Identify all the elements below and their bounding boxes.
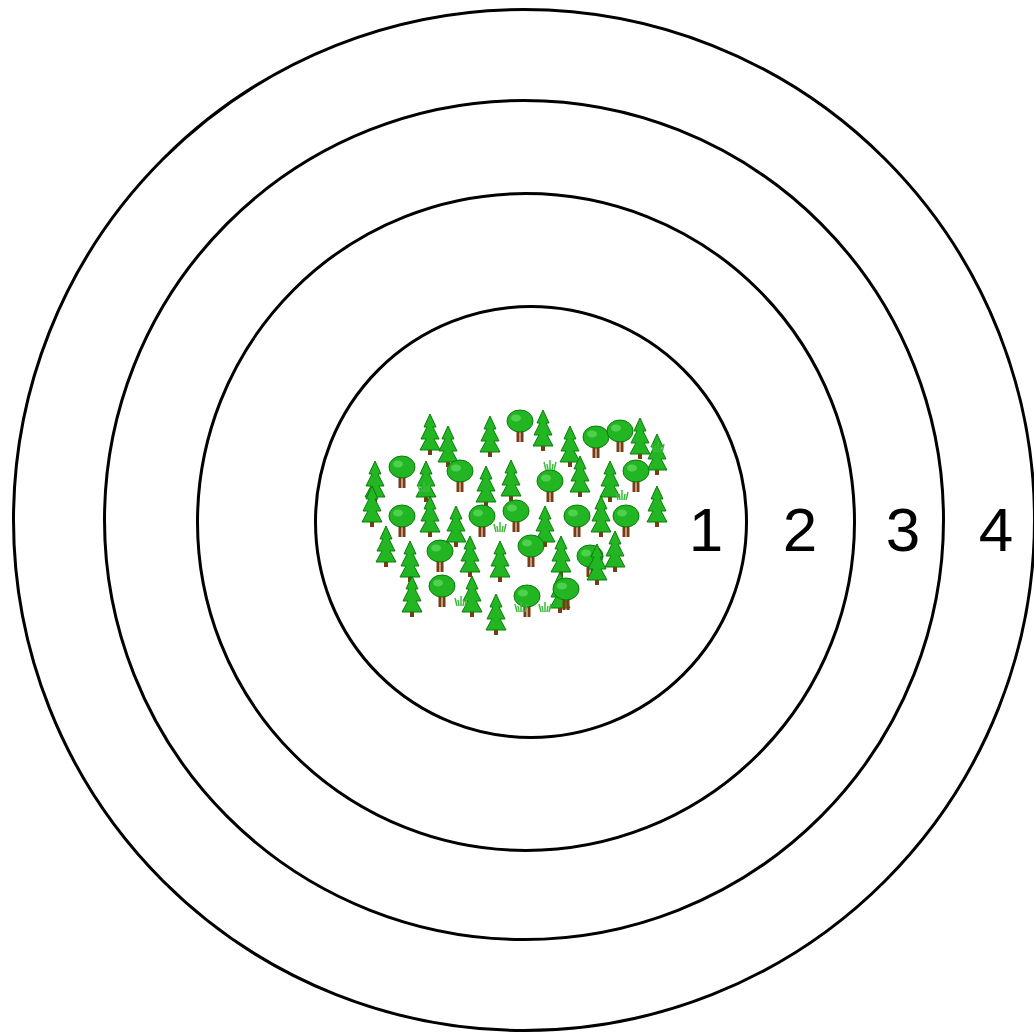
ring-circle bbox=[316, 307, 747, 738]
ring-number: 1 bbox=[689, 499, 723, 561]
ring-outline bbox=[196, 192, 856, 852]
ring-number: 3 bbox=[886, 499, 920, 561]
ring-circle bbox=[198, 194, 855, 851]
ring-band: 43 21 bbox=[12, 8, 1034, 1032]
ring-band: 3 21 bbox=[103, 99, 945, 941]
ring-band: 1 bbox=[314, 305, 748, 739]
ring-circle bbox=[105, 101, 944, 940]
trees bbox=[362, 410, 667, 635]
ring-outline bbox=[314, 305, 748, 739]
ring-band: 21 bbox=[196, 192, 856, 852]
grass bbox=[418, 442, 664, 612]
ring-outline bbox=[12, 8, 1034, 1032]
ring-number: 2 bbox=[783, 499, 817, 561]
ring-outline bbox=[103, 99, 945, 941]
ring-circle bbox=[14, 10, 1034, 1031]
ring-number: 4 bbox=[979, 499, 1013, 561]
